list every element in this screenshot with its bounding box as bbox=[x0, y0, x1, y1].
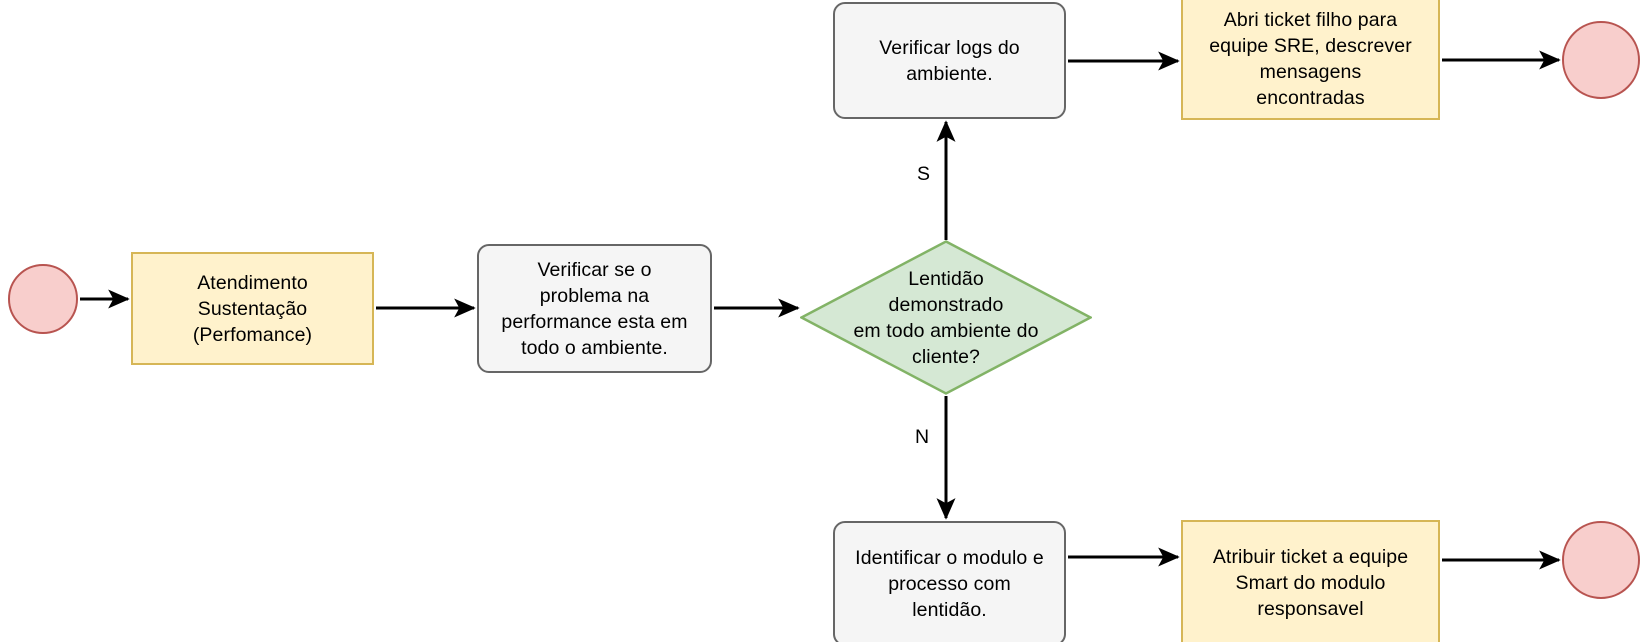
node-verificar-problema-performance[interactable]: Verificar se o problema na performance e… bbox=[477, 244, 712, 373]
node-verificar-problema-performance-label: Verificar se o problema na performance e… bbox=[501, 258, 688, 359]
node-end-bottom[interactable] bbox=[1562, 521, 1640, 599]
diamond-shape bbox=[800, 240, 1092, 395]
node-decision-lentidao[interactable]: Lentidão demonstrado em todo ambiente do… bbox=[800, 240, 1092, 395]
node-start[interactable] bbox=[8, 264, 78, 334]
node-atribuir-ticket-smart-label: Atribuir ticket a equipe Smart do modulo… bbox=[1212, 546, 1409, 620]
edge-label-nao: N bbox=[913, 426, 932, 448]
node-abri-ticket-sre-label: Abri ticket filho para equipe SRE, descr… bbox=[1209, 9, 1412, 109]
node-verificar-logs[interactable]: Verificar logs do ambiente. bbox=[833, 2, 1066, 119]
edge-label-sim: S bbox=[915, 163, 933, 185]
node-verificar-logs-label: Verificar logs do ambiente. bbox=[879, 36, 1020, 85]
node-atendimento-sustentacao[interactable]: Atendimento Sustentação (Perfomance) bbox=[131, 252, 374, 365]
node-identificar-modulo-label: Identificar o modulo e processo com lent… bbox=[855, 546, 1044, 621]
node-identificar-modulo[interactable]: Identificar o modulo e processo com lent… bbox=[833, 521, 1066, 642]
node-decision-lentidao-label: Lentidão demonstrado em todo ambiente do… bbox=[853, 267, 1039, 368]
node-end-top[interactable] bbox=[1562, 21, 1640, 99]
node-atribuir-ticket-smart[interactable]: Atribuir ticket a equipe Smart do modulo… bbox=[1181, 520, 1440, 642]
node-atendimento-sustentacao-label: Atendimento Sustentação (Perfomance) bbox=[192, 271, 313, 346]
node-abri-ticket-sre[interactable]: Abri ticket filho para equipe SRE, descr… bbox=[1181, 0, 1440, 120]
